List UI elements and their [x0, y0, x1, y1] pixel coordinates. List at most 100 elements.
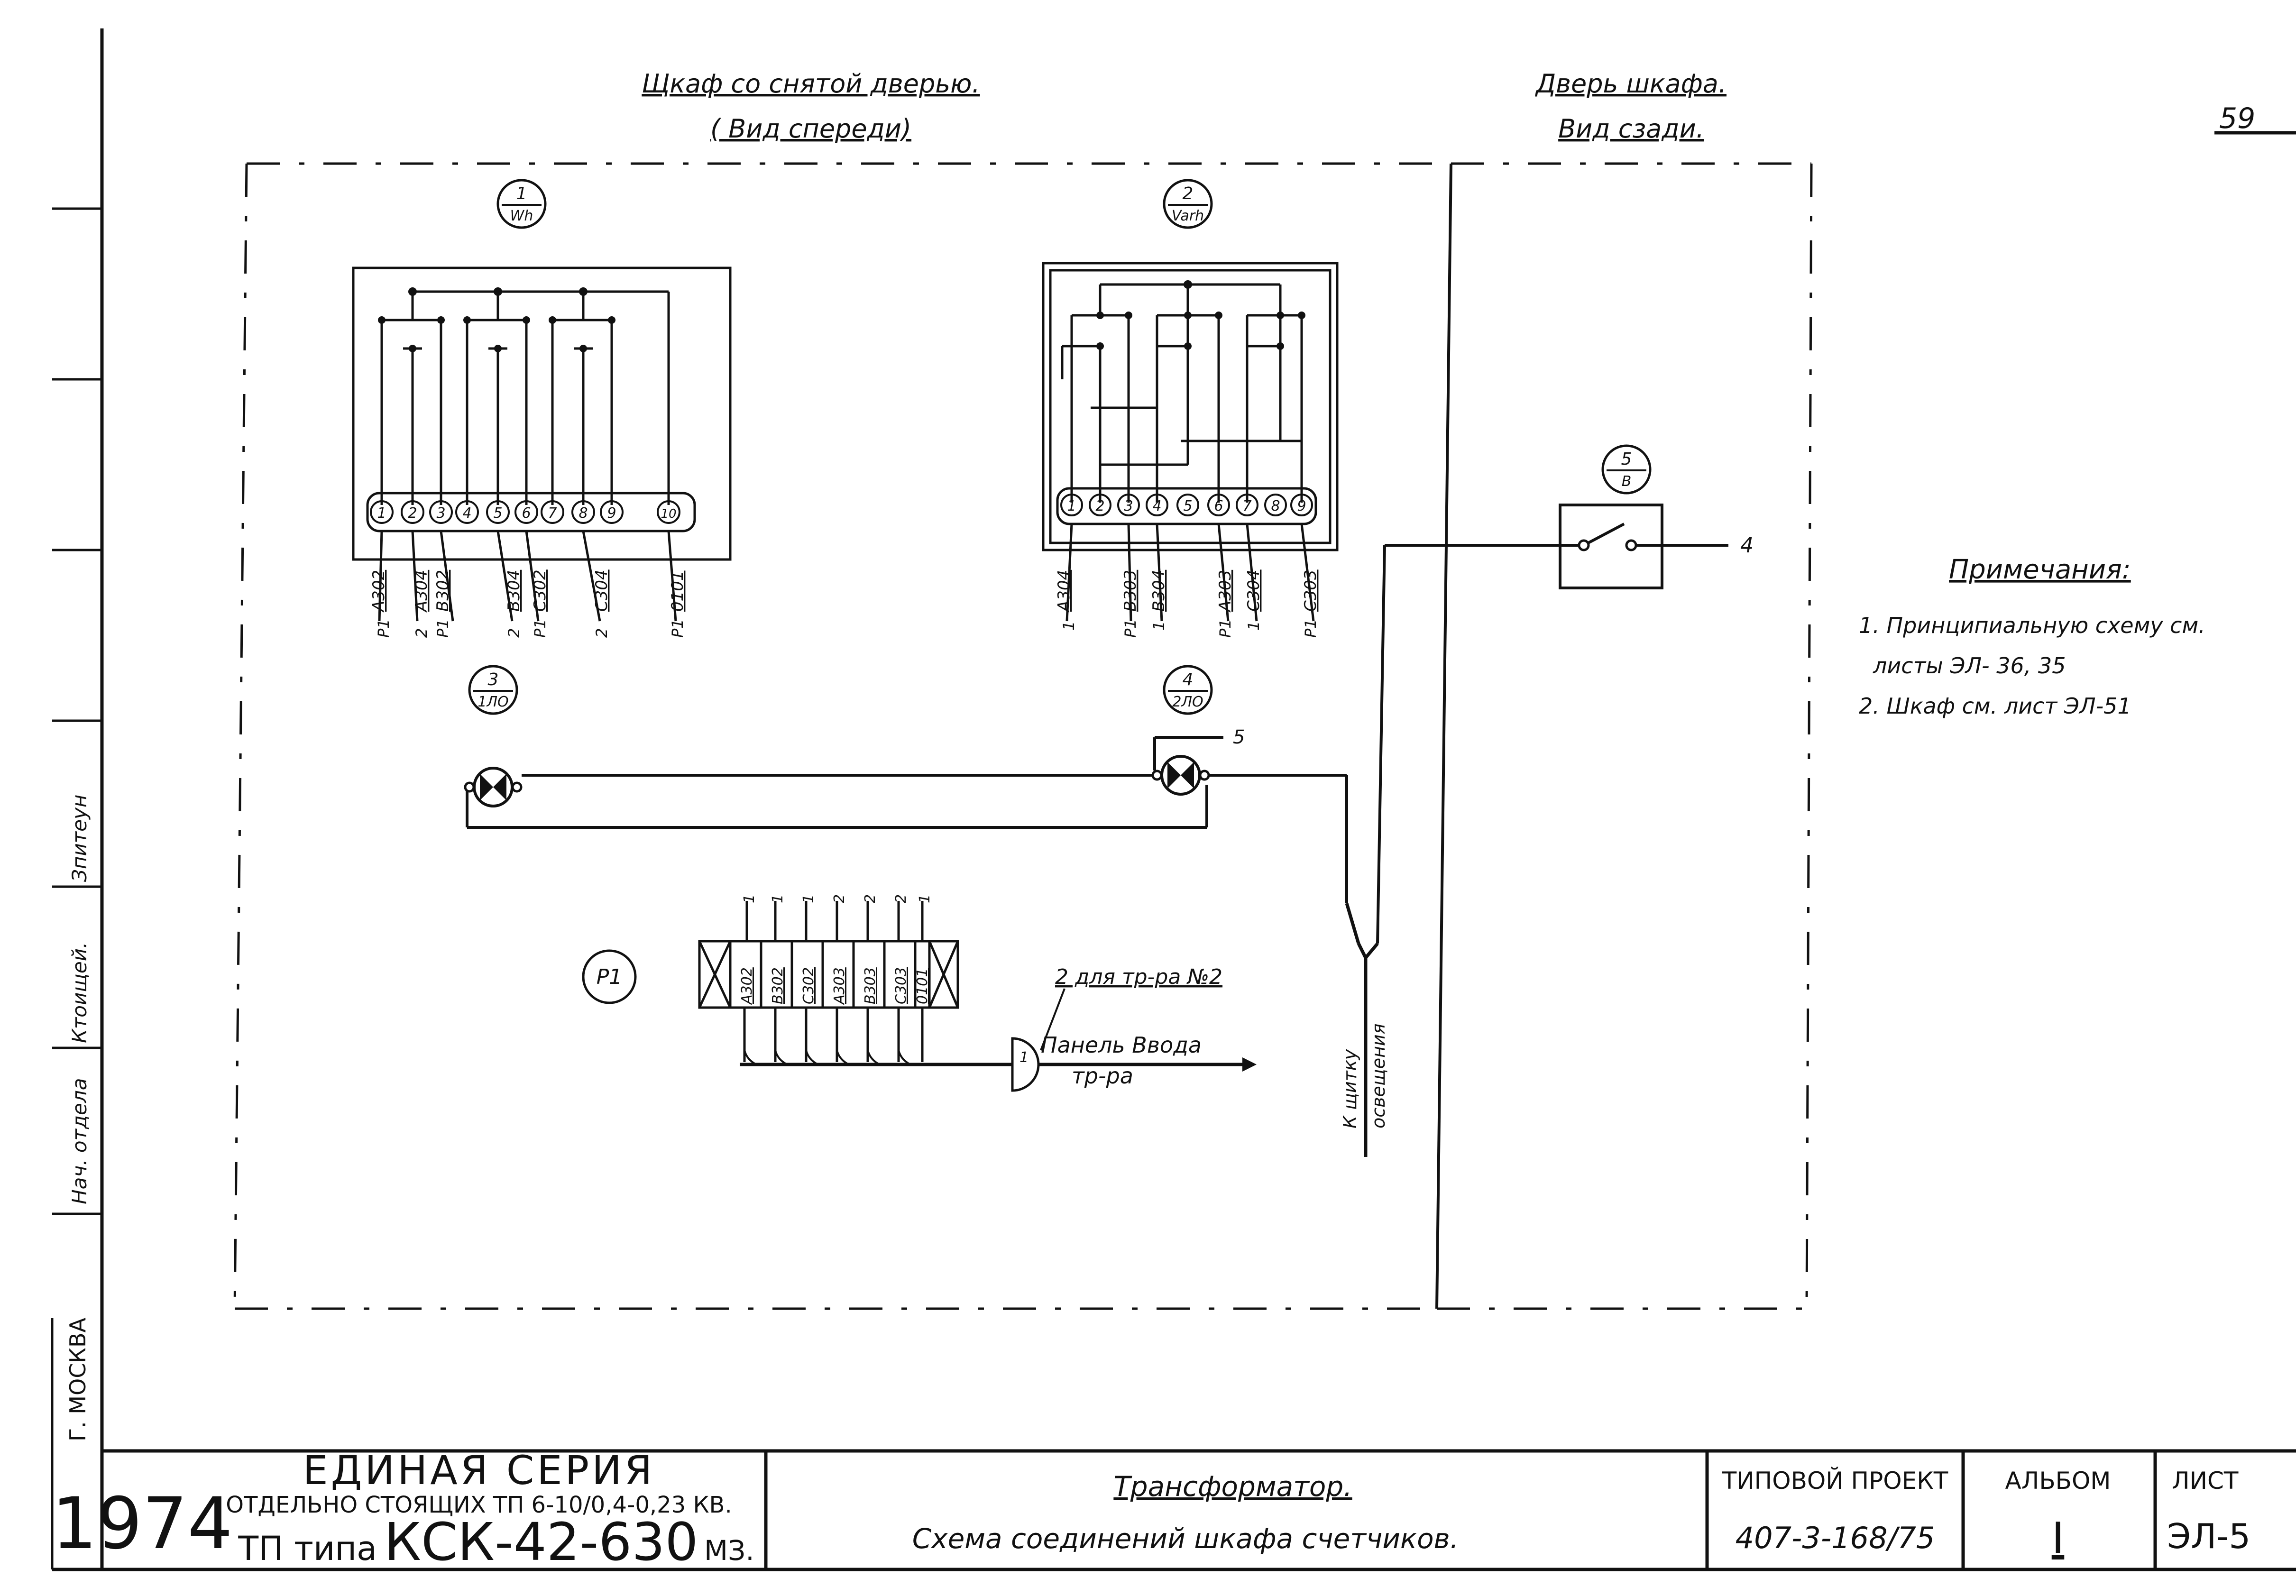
notes-line-1: 1. Принципиальную схему см. [1859, 613, 2205, 638]
lighting-feed [1345, 903, 1379, 1157]
lamp-circuit [466, 736, 1348, 903]
wire-top-number: 2 [893, 894, 909, 903]
wire-prefix: P1 [375, 619, 393, 638]
title-tp-suffix: МЗ. [704, 1534, 754, 1567]
lamp-wire-number: 5 [1233, 726, 1245, 748]
wire-label: 0101 [668, 570, 687, 612]
wire-label: B302 [770, 967, 786, 1004]
switch-circuit [1376, 504, 1728, 944]
meter-2-outgoing-wires [1065, 523, 1315, 622]
device-ref-1: 1 Wh [496, 179, 547, 229]
device-ref-code: 2ЛО [1172, 694, 1203, 710]
terminal-label: 3 [1124, 498, 1133, 514]
meter-1-junctions [378, 287, 615, 352]
lighting-label-line1: К щитку [1340, 1049, 1360, 1128]
terminal-label: 2 [1095, 498, 1104, 514]
wire-prefix: 1 [1060, 621, 1078, 631]
wire-top-number: 1 [741, 894, 758, 903]
device-ref-number: 1 [516, 184, 527, 203]
wire-label: A304 [412, 570, 431, 613]
margin-label-checker: Ктоищей. [68, 942, 91, 1043]
cable-bend-marks [744, 1050, 911, 1065]
transformer-2-note: 2 для тр-ра №2 [1055, 965, 1222, 989]
door-title: Дверь шкафа. [1535, 69, 1727, 99]
terminal-label: 9 [607, 505, 616, 522]
title-series-desc: ОТДЕЛЬНО СТОЯЩИХ ТП 6-10/0,4-0,23 КВ. [226, 1492, 732, 1518]
cable-number: 1 [1019, 1049, 1029, 1066]
wire-prefix: 2 [505, 628, 523, 638]
sheet-number: ЭЛ-5 [2167, 1516, 2250, 1556]
wire-prefix: P1 [1121, 619, 1139, 638]
album-label: АЛЬБОМ [2005, 1467, 2111, 1495]
terminal-label: 4 [462, 505, 471, 522]
meter-2-terminals: 1 2 3 4 5 6 7 8 9 [1060, 494, 1313, 516]
title-year: 1974 [52, 1483, 233, 1565]
device-ref-code: Wh [510, 208, 533, 224]
device-ref-5: 5 В [1601, 444, 1652, 495]
cabinet-subtitle: ( Вид спереди) [710, 114, 911, 144]
album-number: I [2052, 1513, 2065, 1563]
lamp-2-icon [1151, 755, 1210, 796]
lamp-1-icon [464, 767, 523, 807]
meter-2-wire-labels: A304 B303 B304 A303 C304 C303 1 P1 1 P1 … [1055, 569, 1320, 638]
device-ref-number: 2 [1183, 184, 1194, 203]
terminal-label: 5 [493, 505, 502, 522]
wire-label: C303 [1301, 569, 1320, 612]
wire-label: C302 [531, 569, 550, 612]
sheet-label: ЛИСТ [2172, 1467, 2239, 1495]
title-tp-model: КСК-42-630 [384, 1512, 698, 1572]
meter-2-wiring [1042, 262, 1339, 551]
device-ref-number: 3 [488, 670, 499, 689]
title-series: ЕДИНАЯ СЕРИЯ [303, 1447, 655, 1494]
wire-top-number: 1 [917, 894, 933, 903]
terminal-label: 6 [522, 505, 531, 522]
notes-title: Примечания: [1949, 554, 2131, 585]
wire-top-number: 1 [770, 894, 786, 903]
notes-line-2: листы ЭЛ- 36, 35 [1873, 653, 2066, 679]
panel-wire-labels: A302 B302 C302 A303 B303 C303 0101 1 1 1… [739, 894, 933, 1005]
panel-ref-code: P1 [597, 965, 623, 989]
cable-gland-icon [1011, 988, 1065, 1092]
meter-1-wiring [352, 266, 732, 561]
sheet-frame [52, 28, 2296, 1571]
meter-1-outgoing-wires [378, 531, 677, 622]
wire-label: A303 [831, 967, 848, 1005]
wire-label: B304 [1149, 570, 1168, 612]
drawing-title: Трансформатор. [1113, 1470, 1352, 1503]
device-ref-code: 1ЛО [478, 694, 508, 710]
wire-prefix: 1 [1245, 621, 1263, 631]
wire-top-number: 2 [831, 894, 848, 903]
terminal-label: 1 [1067, 498, 1076, 514]
device-ref-number: 4 [1183, 670, 1194, 689]
cabinet-outline [233, 162, 1451, 1310]
terminal-label: 7 [1242, 498, 1251, 514]
title-block-grid [764, 1451, 2157, 1569]
margin-label-executor: Зпитеун [68, 795, 91, 882]
drawing-description: Схема соединений шкафа счетчиков. [912, 1523, 1459, 1555]
project-label: ТИПОВОЙ ПРОЕКТ [1722, 1467, 1948, 1495]
cable-arrow-icon [1242, 1057, 1257, 1072]
wire-label: B304 [505, 570, 523, 612]
door-outline [1437, 162, 1813, 1310]
wire-prefix: 2 [593, 628, 611, 638]
wire-label: B303 [1121, 570, 1140, 612]
project-number: 407-3-168/75 [1736, 1521, 1935, 1555]
sheet-corner-number: 59 [2219, 102, 2255, 135]
device-ref-code: В [1622, 473, 1632, 490]
cabinet-door-divider [1435, 163, 1452, 1309]
terminal-label: 1 [377, 505, 386, 522]
wire-label: A302 [739, 967, 755, 1005]
margin-label-head: Нач. отдела [68, 1078, 91, 1204]
wire-label: 0101 [914, 968, 931, 1004]
panel-destination-line1: Панель Ввода [1041, 1032, 1202, 1058]
cabinet-title: Щкаф со снятой дверью. [642, 69, 980, 99]
notes-line-3: 2. Шкаф см. лист ЭЛ-51 [1859, 693, 2131, 719]
wire-top-number: 1 [800, 894, 817, 903]
device-ref-3: 3 1ЛО [468, 665, 518, 715]
wire-top-number: 2 [862, 894, 879, 903]
notes-block: Примечания: 1. Принципиальную схему см. … [1859, 554, 2205, 719]
meter-1-terminals: 1 2 3 4 5 6 7 8 9 10 [370, 500, 680, 524]
device-ref-number: 5 [1621, 449, 1632, 469]
wire-label: C302 [800, 967, 817, 1004]
